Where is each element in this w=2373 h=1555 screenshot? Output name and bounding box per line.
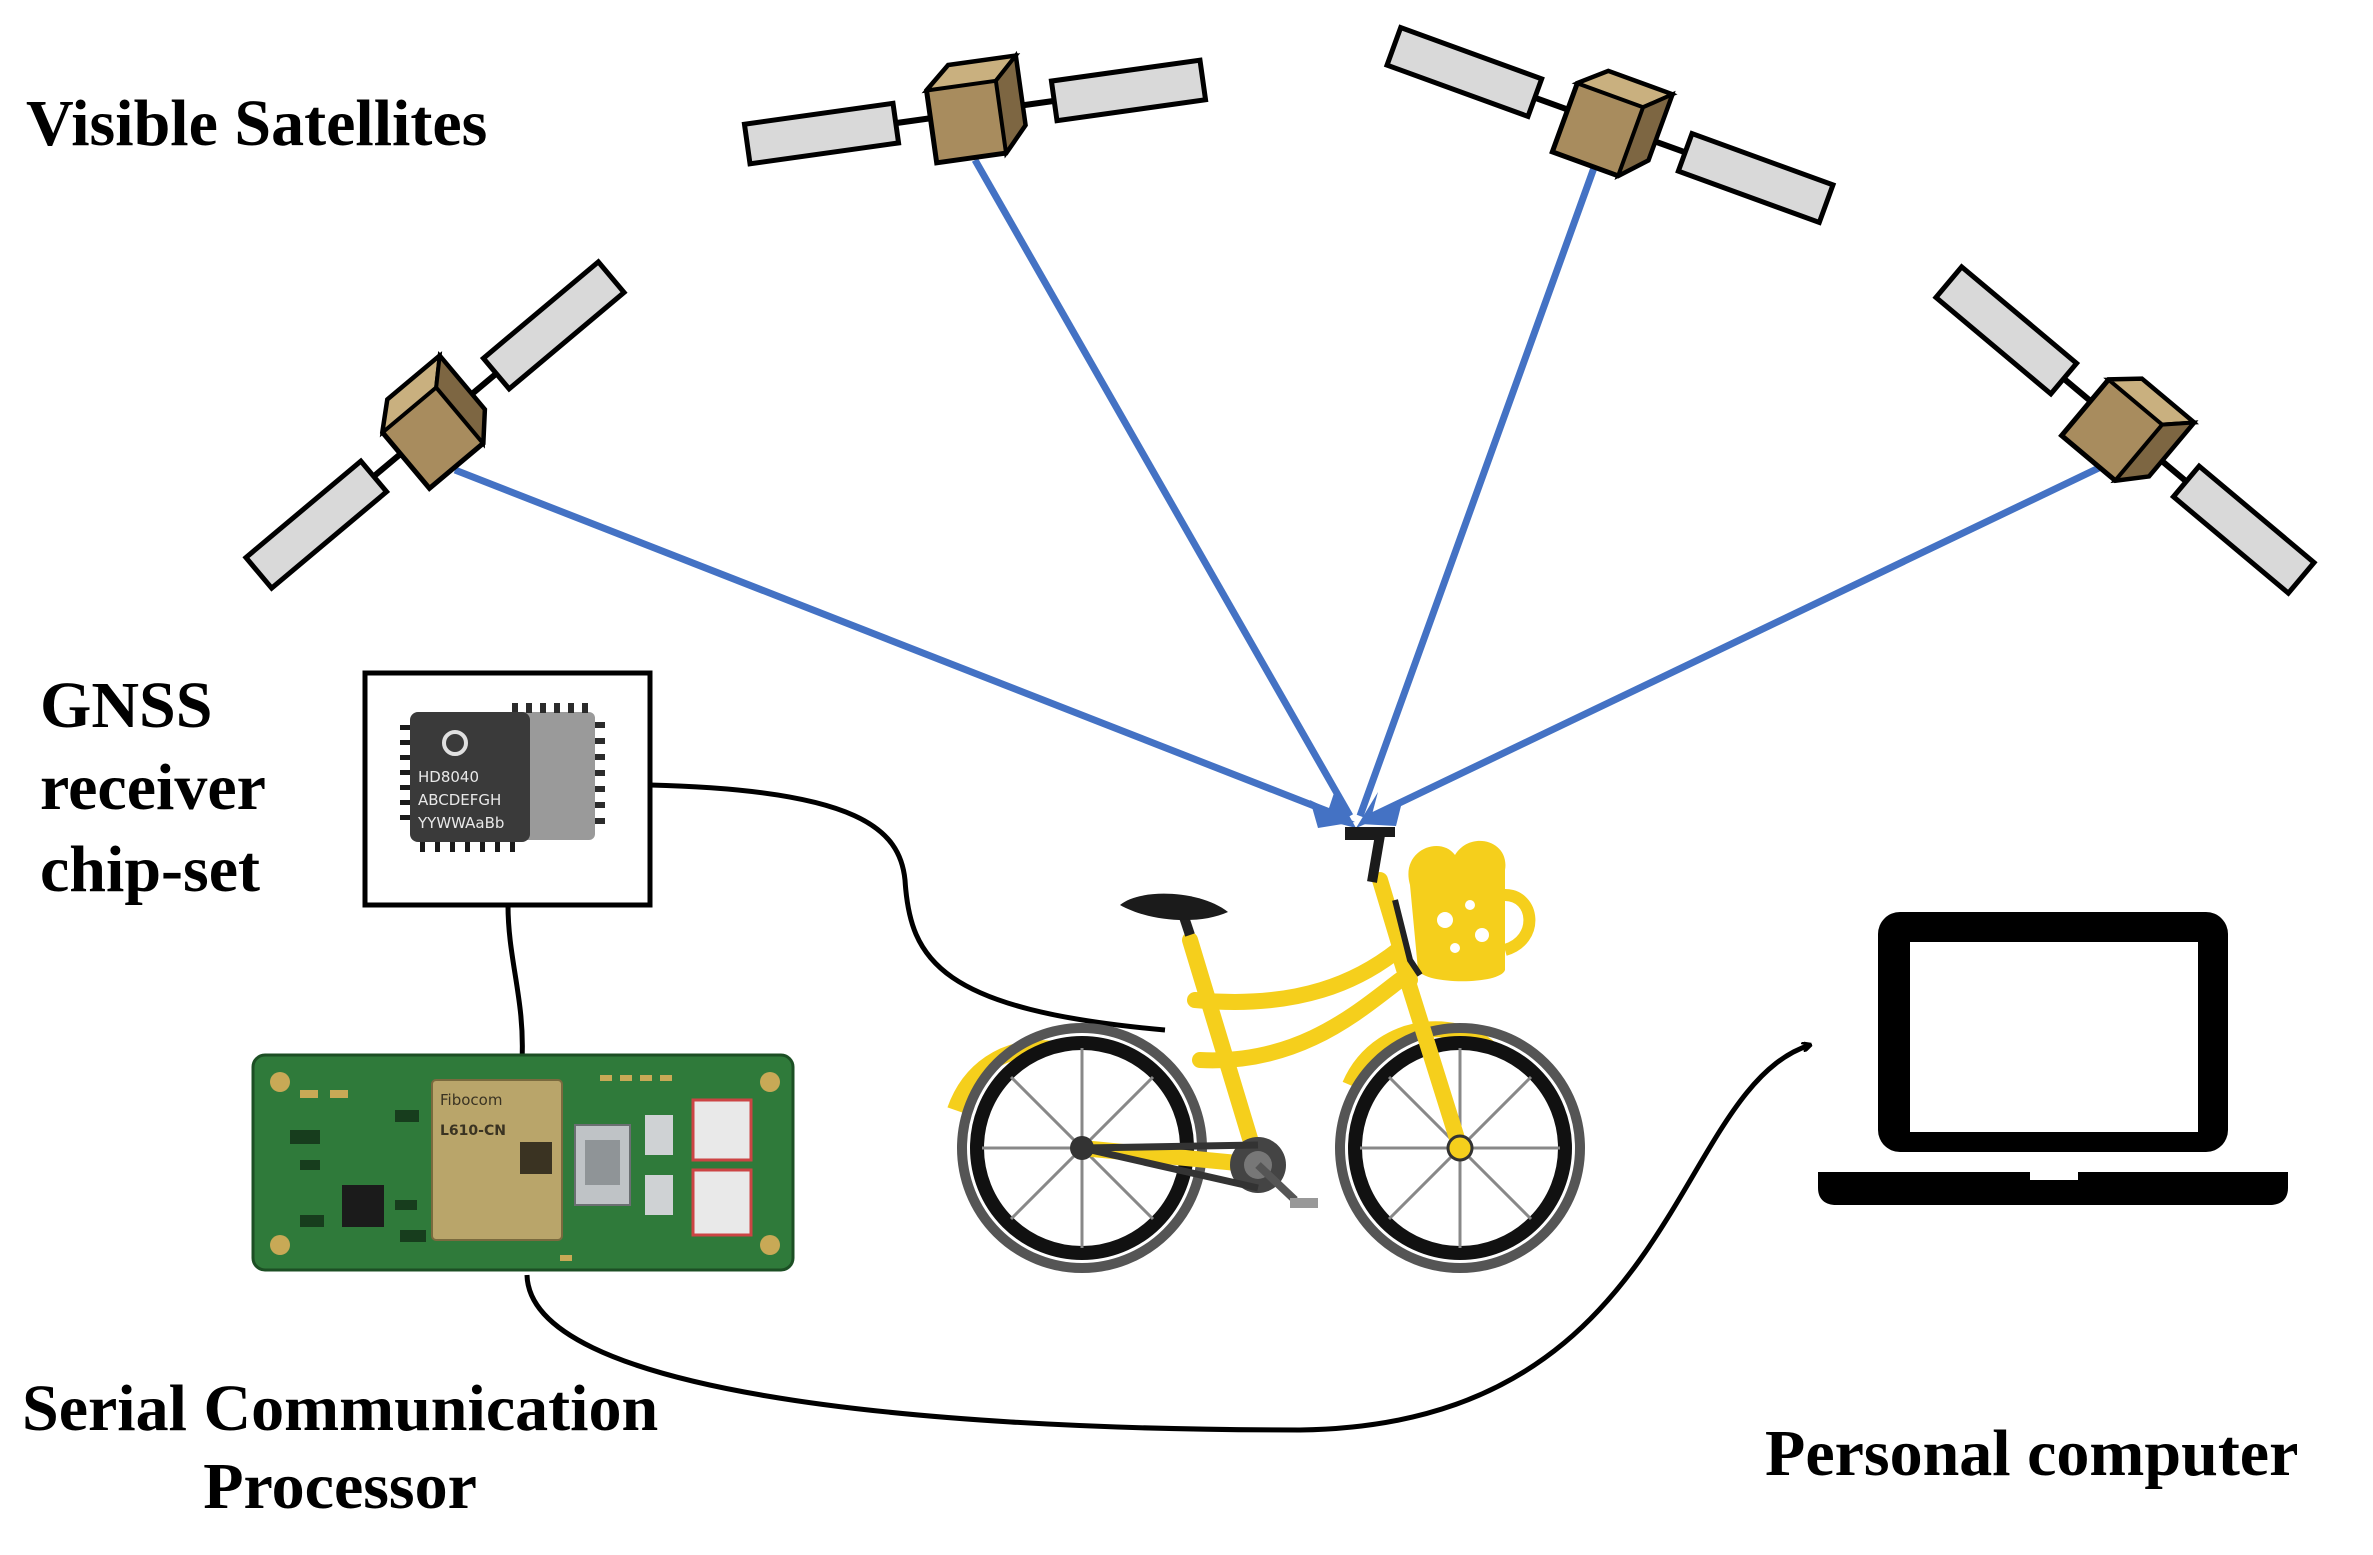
laptop-icon <box>1818 912 2288 1205</box>
chip-line-2: ABCDEFGH <box>418 791 501 809</box>
personal-computer-label: Personal computer <box>1765 1417 2299 1490</box>
satellites-label: Visible Satellites <box>26 87 488 160</box>
gnss-label-line-1: GNSS <box>40 669 213 742</box>
gnss-label-line-3: chip-set <box>40 832 260 906</box>
signal-line-2 <box>971 158 1354 818</box>
signal-lines <box>453 158 2107 822</box>
bike-saddle <box>1120 893 1228 921</box>
lte-module <box>431 1079 563 1241</box>
gnss-label-line-2: receiver <box>40 750 266 824</box>
wire-board-to-pc <box>524 1045 1810 1433</box>
satellite-icon <box>227 239 640 607</box>
chip-line-3: YYWWAaBb <box>417 814 504 832</box>
wire-chip-to-bike <box>649 782 1166 1033</box>
bicycle-icon <box>947 827 1585 1273</box>
gnss-label: GNSS receiver chip-set <box>40 665 266 910</box>
module-brand: Fibocom <box>440 1091 502 1109</box>
mcu-chip <box>342 1185 384 1227</box>
serial-label-line-1: Serial Communication <box>22 1372 659 1445</box>
rf-shield <box>691 1098 753 1162</box>
bike-basket-icon <box>1392 840 1536 982</box>
serial-processor-label: Serial Communication Processor <box>22 1370 658 1526</box>
chip-line-1: HD8040 <box>418 768 479 786</box>
gnss-chip-box: HD8040 ABCDEFGH YYWWAaBb <box>362 670 653 908</box>
signal-arrowheads <box>1310 790 1402 828</box>
signal-line-1 <box>453 466 1347 822</box>
signal-line-4 <box>1366 461 2107 822</box>
satellite-icon <box>1920 244 2333 612</box>
rf-shield <box>691 1168 753 1237</box>
wire-chip-to-board <box>505 904 525 1061</box>
module-model: L610-CN <box>440 1123 506 1139</box>
serial-label-line-2: Processor <box>203 1449 477 1523</box>
serial-processor-board: Fibocom L610-CN <box>251 1053 795 1272</box>
gnss-chip-icon: HD8040 ABCDEFGH YYWWAaBb <box>400 703 605 852</box>
satellite-icon <box>1378 0 1843 246</box>
chip-logo-icon <box>442 730 468 756</box>
signal-line-3 <box>1356 163 1599 818</box>
